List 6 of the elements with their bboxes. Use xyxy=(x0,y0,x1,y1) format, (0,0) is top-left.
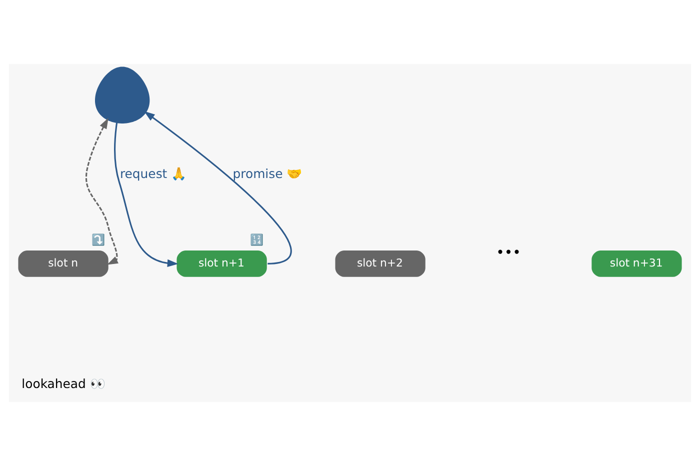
label: ••• xyxy=(496,245,521,262)
node-label: ⤵ xyxy=(91,233,106,246)
label: lookahead 👀 xyxy=(22,376,105,391)
node-label: 🔢 xyxy=(250,233,264,246)
edge-label: promise 🤝 xyxy=(232,166,302,182)
edge-label: request 🙏 xyxy=(120,166,186,182)
